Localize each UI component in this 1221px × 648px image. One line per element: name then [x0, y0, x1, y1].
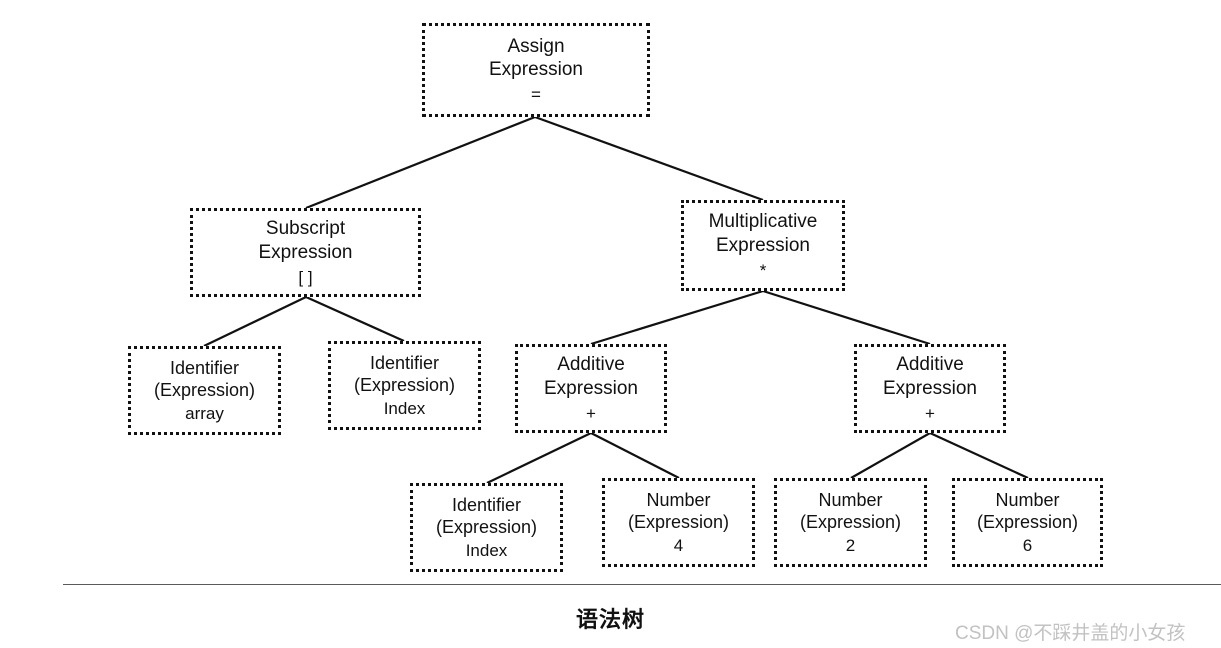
tree-node-identifier-index-bottom: Identifier(Expression) Index: [410, 483, 563, 572]
node-operator: +: [925, 403, 935, 423]
tree-node-identifier-index-left: Identifier(Expression) Index: [328, 341, 481, 430]
tree-node-number-4: Number(Expression) 4: [602, 478, 755, 567]
node-operator: *: [759, 260, 767, 280]
node-label-line2: (Expression): [976, 511, 1079, 532]
node-label-line2: Expression: [489, 59, 583, 81]
node-operator: 4: [673, 536, 684, 556]
tree-edge-multiplicative-to-additive-left: [590, 289, 764, 346]
node-operator: Index: [465, 541, 508, 561]
node-label-line2: (Expression): [353, 374, 456, 395]
node-label-line1: Number: [995, 489, 1060, 510]
node-operator: 2: [845, 536, 856, 556]
node-operator: =: [531, 85, 541, 104]
node-label-line1: Additive: [557, 354, 625, 376]
diagram-caption: 语法树: [575, 607, 645, 632]
tree-edge-subscript-to-identifier-index-left: [305, 295, 405, 343]
node-label-line2: Expression: [258, 241, 353, 263]
tree-edge-additive-right-to-number-2: [850, 432, 931, 479]
node-label-line2: (Expression): [435, 516, 538, 537]
node-label-line1: Number: [818, 489, 883, 510]
node-label-line1: Identifier: [169, 357, 240, 378]
tree-node-identifier-array: Identifier(Expression) array: [128, 346, 281, 435]
node-label-line1: Number: [646, 489, 711, 510]
node-label-line1: Identifier: [369, 352, 440, 373]
node-label-line1: Identifier: [451, 494, 522, 515]
node-label-line2: (Expression): [799, 511, 902, 532]
node-label-line2: (Expression): [153, 379, 256, 400]
node-operator: [ ]: [298, 267, 313, 287]
tree-edge-additive-left-to-identifier-index-bottom: [486, 432, 592, 484]
tree-edge-assign-to-multiplicative: [534, 115, 764, 202]
node-label-line1: Subscript: [265, 218, 346, 240]
node-operator: +: [586, 403, 596, 423]
horizontal-rule: [63, 584, 1221, 585]
tree-edge-additive-left-to-number-4: [590, 432, 680, 479]
tree-edge-additive-right-to-number-6: [929, 432, 1029, 479]
tree-edge-subscript-to-identifier-array: [203, 296, 307, 347]
node-label-line2: Expression: [716, 234, 810, 256]
node-label-line1: Additive: [896, 354, 964, 376]
node-operator: array: [185, 404, 224, 424]
node-label-line2: Expression: [544, 377, 638, 399]
node-label-line1: Multiplicative: [708, 211, 818, 233]
tree-edge-multiplicative-to-additive-right: [762, 289, 931, 346]
node-label-line2: Expression: [883, 377, 977, 399]
node-label-line2: (Expression): [627, 511, 730, 532]
tree-node-number-6: Number(Expression) 6: [952, 478, 1103, 567]
csdn-watermark: CSDN @不踩井盖的小女孩: [955, 623, 1186, 644]
node-operator: Index: [383, 399, 426, 419]
node-operator: 6: [1022, 536, 1033, 556]
node-label-line1: Assign: [507, 35, 565, 57]
tree-edge-assign-to-subscript: [305, 115, 536, 210]
tree-node-number-2: Number(Expression) 2: [774, 478, 927, 567]
